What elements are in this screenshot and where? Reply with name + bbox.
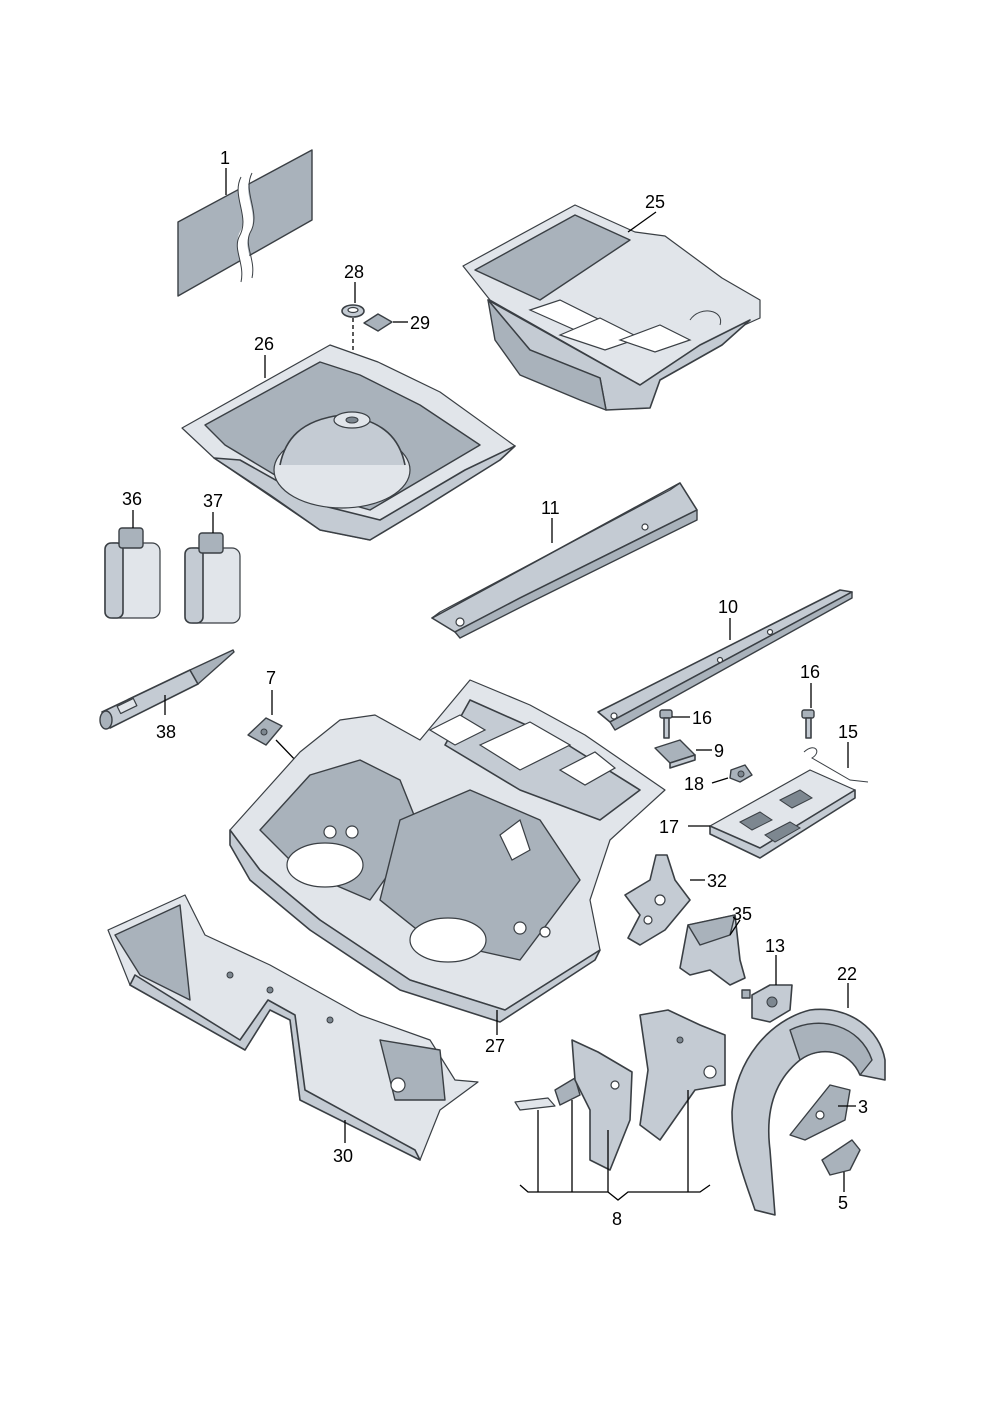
label-22: 22 (837, 964, 857, 984)
part-30-side-panel[interactable] (107, 894, 479, 1161)
label-10: 10 (718, 597, 738, 617)
part-10-member-strip[interactable] (597, 589, 853, 731)
label-3: 3 (858, 1097, 868, 1117)
part-32-bracket[interactable] (624, 854, 691, 946)
label-27: 27 (485, 1036, 505, 1056)
part-17-plate[interactable] (709, 769, 856, 859)
leader-25 (627, 211, 657, 233)
label-26: 26 (254, 334, 274, 354)
part-16a-bolt[interactable] (659, 709, 673, 739)
leader-35 (729, 919, 741, 936)
label-7: 7 (266, 668, 276, 688)
part-16b-bolt[interactable] (801, 709, 815, 739)
part-27-floor-pan[interactable] (229, 679, 666, 1023)
part-1-sheet[interactable] (177, 149, 313, 297)
label-11: 11 (541, 498, 560, 518)
label-8: 8 (612, 1209, 622, 1229)
label-35: 35 (732, 904, 752, 924)
part-36-bottle[interactable] (104, 527, 161, 619)
label-9: 9 (714, 741, 724, 761)
label-5: 5 (838, 1193, 848, 1213)
part-8-bracket-group[interactable] (514, 1009, 726, 1171)
part-11-cross-member[interactable] (431, 482, 698, 639)
part-35-bracket[interactable] (679, 914, 746, 986)
part-38-sealant-tube[interactable] (99, 649, 235, 730)
part-26-wheel-well[interactable] (181, 344, 516, 541)
label-25: 25 (645, 192, 665, 212)
part-25-tub[interactable] (462, 204, 761, 411)
part-5-clip[interactable] (821, 1139, 861, 1176)
label-13: 13 (765, 936, 785, 956)
part-3-bracket[interactable] (789, 1084, 851, 1141)
part-29-pad[interactable] (363, 313, 393, 332)
part-37-bottle[interactable] (184, 532, 241, 624)
leader-18 (711, 777, 729, 784)
label-30: 30 (333, 1146, 353, 1166)
part-9-bracket[interactable] (654, 739, 696, 769)
part-22-wheel-arch[interactable] (731, 1008, 886, 1216)
bracket-8-leaders (519, 1090, 711, 1201)
label-37: 37 (203, 491, 223, 511)
label-28: 28 (344, 262, 364, 282)
label-38: 38 (156, 722, 176, 742)
part-15-wire-clip[interactable] (803, 747, 869, 783)
part-13-mount[interactable] (741, 984, 793, 1023)
label-32: 32 (707, 871, 727, 891)
label-18: 18 (684, 774, 704, 794)
label-15: 15 (838, 722, 858, 742)
label-1: 1 (220, 148, 230, 168)
label-16a: 16 (692, 708, 712, 728)
part-28-grommet[interactable] (341, 304, 365, 318)
label-36: 36 (122, 489, 142, 509)
label-17: 17 (659, 817, 679, 837)
part-18-nut[interactable] (729, 764, 753, 783)
label-16b: 16 (800, 662, 820, 682)
part-7-pad[interactable] (247, 717, 283, 746)
label-29: 29 (410, 313, 430, 333)
